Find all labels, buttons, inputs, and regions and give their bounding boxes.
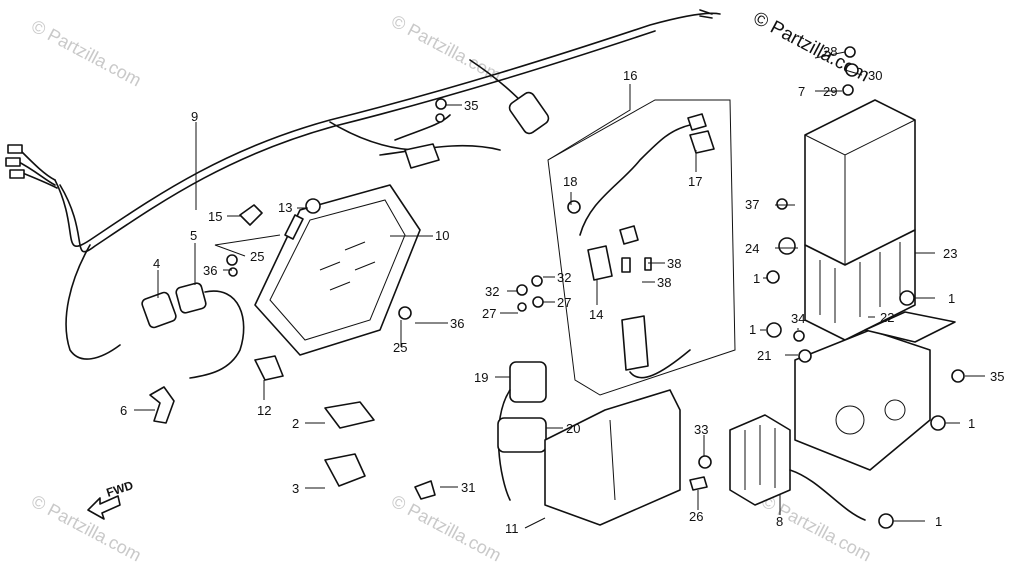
callout-27a: 27 bbox=[557, 295, 571, 310]
battery bbox=[804, 46, 916, 341]
callout-21: 21 bbox=[757, 348, 771, 363]
callout-25b: 25 bbox=[393, 340, 407, 355]
watermark-4: © Partzilla.com bbox=[388, 491, 504, 566]
callout-19: 19 bbox=[474, 370, 488, 385]
callout-1d: 1 bbox=[968, 416, 975, 431]
callout-22: 22 bbox=[880, 310, 894, 325]
callout-9: 9 bbox=[191, 109, 198, 124]
callout-33: 33 bbox=[694, 422, 708, 437]
callout-32a: 32 bbox=[557, 270, 571, 285]
fwd-indicator: FWD bbox=[87, 478, 136, 520]
callout-25a: 25 bbox=[250, 249, 264, 264]
callout-4: 4 bbox=[153, 256, 160, 271]
callout-1b: 1 bbox=[948, 291, 955, 306]
callout-34: 34 bbox=[791, 311, 805, 326]
callout-6: 6 bbox=[120, 403, 127, 418]
leader-lines bbox=[134, 51, 985, 529]
callout-8: 8 bbox=[776, 514, 783, 529]
callout-23: 23 bbox=[943, 246, 957, 261]
callout-1e: 1 bbox=[935, 514, 942, 529]
callout-labels: 9 5 4 6 10 15 13 25 36 12 2 3 25 36 35 1… bbox=[120, 44, 1004, 536]
callout-16: 16 bbox=[623, 68, 637, 83]
callout-35b: 35 bbox=[990, 369, 1004, 384]
relay-cover bbox=[254, 184, 421, 356]
watermark-2: © Partzilla.com bbox=[388, 11, 504, 86]
watermark-1: © Partzilla.com bbox=[28, 16, 144, 91]
callout-15: 15 bbox=[208, 209, 222, 224]
callout-3: 3 bbox=[292, 481, 299, 496]
fwd-label: FWD bbox=[105, 478, 136, 500]
starter-relay bbox=[497, 361, 547, 501]
small-parts-left bbox=[226, 198, 436, 500]
battery-cable-assembly bbox=[547, 99, 736, 396]
battery-bracket bbox=[794, 311, 956, 471]
callout-5: 5 bbox=[190, 228, 197, 243]
callout-20: 20 bbox=[566, 421, 580, 436]
callout-37: 37 bbox=[745, 197, 759, 212]
connector-group bbox=[141, 282, 245, 424]
callout-38b: 38 bbox=[657, 275, 671, 290]
watermark-3: © Partzilla.com bbox=[28, 491, 144, 566]
callout-31: 31 bbox=[461, 480, 475, 495]
callout-14: 14 bbox=[589, 307, 603, 322]
callout-13: 13 bbox=[278, 200, 292, 215]
regulator bbox=[689, 414, 866, 521]
callout-36b: 36 bbox=[450, 316, 464, 331]
side-cover bbox=[544, 389, 681, 526]
callout-17: 17 bbox=[688, 174, 702, 189]
callout-30: 30 bbox=[868, 68, 882, 83]
callout-1c: 1 bbox=[749, 322, 756, 337]
callout-29: 29 bbox=[823, 84, 837, 99]
callout-26: 26 bbox=[689, 509, 703, 524]
callout-12: 12 bbox=[257, 403, 271, 418]
callout-27b: 27 bbox=[482, 306, 496, 321]
callout-28: 28 bbox=[823, 44, 837, 59]
callout-36a: 36 bbox=[203, 263, 217, 278]
callout-1a: 1 bbox=[753, 271, 760, 286]
wire-harness bbox=[5, 9, 721, 360]
callout-2: 2 bbox=[292, 416, 299, 431]
small-parts-right bbox=[228, 98, 965, 529]
callout-32b: 32 bbox=[485, 284, 499, 299]
callout-10: 10 bbox=[435, 228, 449, 243]
callout-38a: 38 bbox=[667, 256, 681, 271]
callout-7: 7 bbox=[798, 84, 805, 99]
callout-11: 11 bbox=[505, 521, 519, 536]
callout-35a: 35 bbox=[464, 98, 478, 113]
callout-24: 24 bbox=[745, 241, 759, 256]
callout-18: 18 bbox=[563, 174, 577, 189]
